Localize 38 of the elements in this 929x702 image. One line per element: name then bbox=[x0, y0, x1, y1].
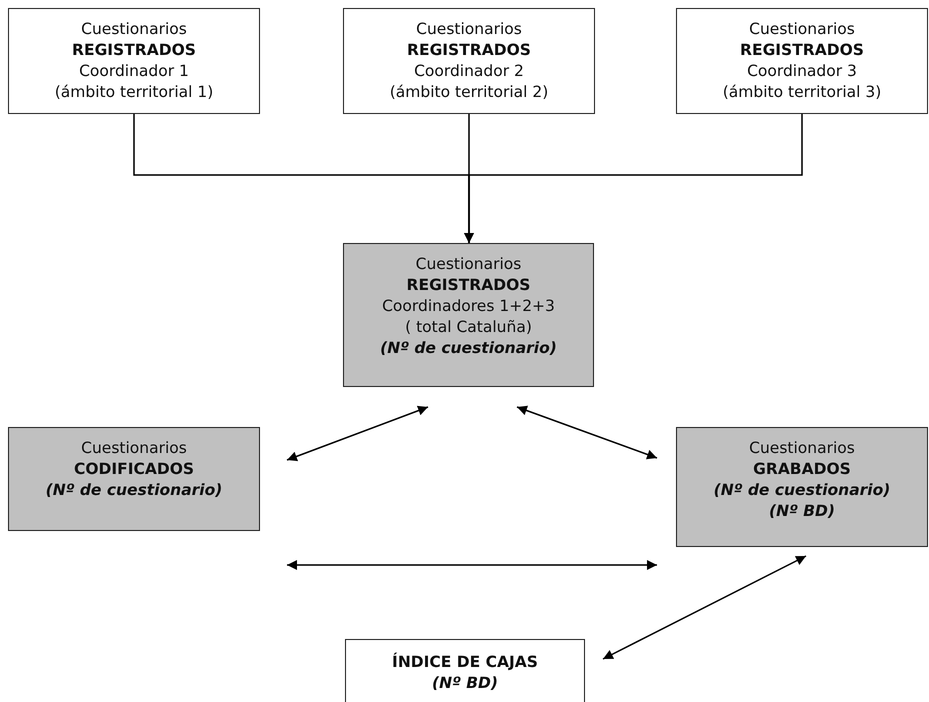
arrow bbox=[516, 406, 658, 460]
process-box bbox=[8, 8, 260, 114]
box-text: (Nº de cuestionario) bbox=[46, 480, 222, 501]
box-text: (ámbito territorial 2) bbox=[390, 82, 548, 103]
box-text: Cuestionarios bbox=[749, 19, 855, 40]
box-text: Cuestionarios bbox=[749, 438, 855, 459]
process-box bbox=[343, 243, 594, 387]
box-text: GRABADOS bbox=[753, 459, 851, 480]
box-text: (Nº de cuestionario) bbox=[380, 338, 557, 359]
process-box bbox=[343, 8, 595, 114]
box-text: Coordinador 2 bbox=[414, 61, 524, 82]
arrow bbox=[464, 114, 803, 243]
box-text: Cuestionarios bbox=[81, 438, 187, 459]
box-text: REGISTRADOS bbox=[406, 275, 530, 296]
box-text: (ámbito territorial 1) bbox=[54, 82, 214, 103]
box-text: ÍNDICE DE CAJAS bbox=[392, 652, 538, 673]
arrow bbox=[286, 406, 428, 462]
box-text: (Nº de cuestionario) bbox=[714, 480, 890, 501]
process-box bbox=[676, 427, 928, 547]
box-text: Cuestionarios bbox=[416, 254, 522, 275]
box-text: ( total Cataluña) bbox=[405, 317, 532, 338]
box-text: CODIFICADOS bbox=[74, 459, 194, 480]
process-box bbox=[8, 427, 260, 531]
box-text: Cuestionarios bbox=[416, 19, 522, 40]
box-text: Coordinadores 1+2+3 bbox=[382, 296, 555, 317]
box-text: (ámbito territorial 3) bbox=[722, 82, 882, 103]
box-text: (Nº BD) bbox=[432, 673, 498, 694]
arrow bbox=[602, 555, 806, 660]
process-box bbox=[676, 8, 928, 114]
box-text: Coordinador 1 bbox=[79, 61, 189, 82]
box-text: REGISTRADOS bbox=[407, 40, 531, 61]
process-box bbox=[345, 639, 585, 702]
box-text: Cuestionarios bbox=[81, 19, 187, 40]
box-text: Coordinador 3 bbox=[747, 61, 857, 82]
arrow bbox=[287, 560, 657, 570]
box-text: (Nº BD) bbox=[769, 501, 835, 522]
box-text: REGISTRADOS bbox=[72, 40, 196, 61]
box-text: REGISTRADOS bbox=[740, 40, 864, 61]
